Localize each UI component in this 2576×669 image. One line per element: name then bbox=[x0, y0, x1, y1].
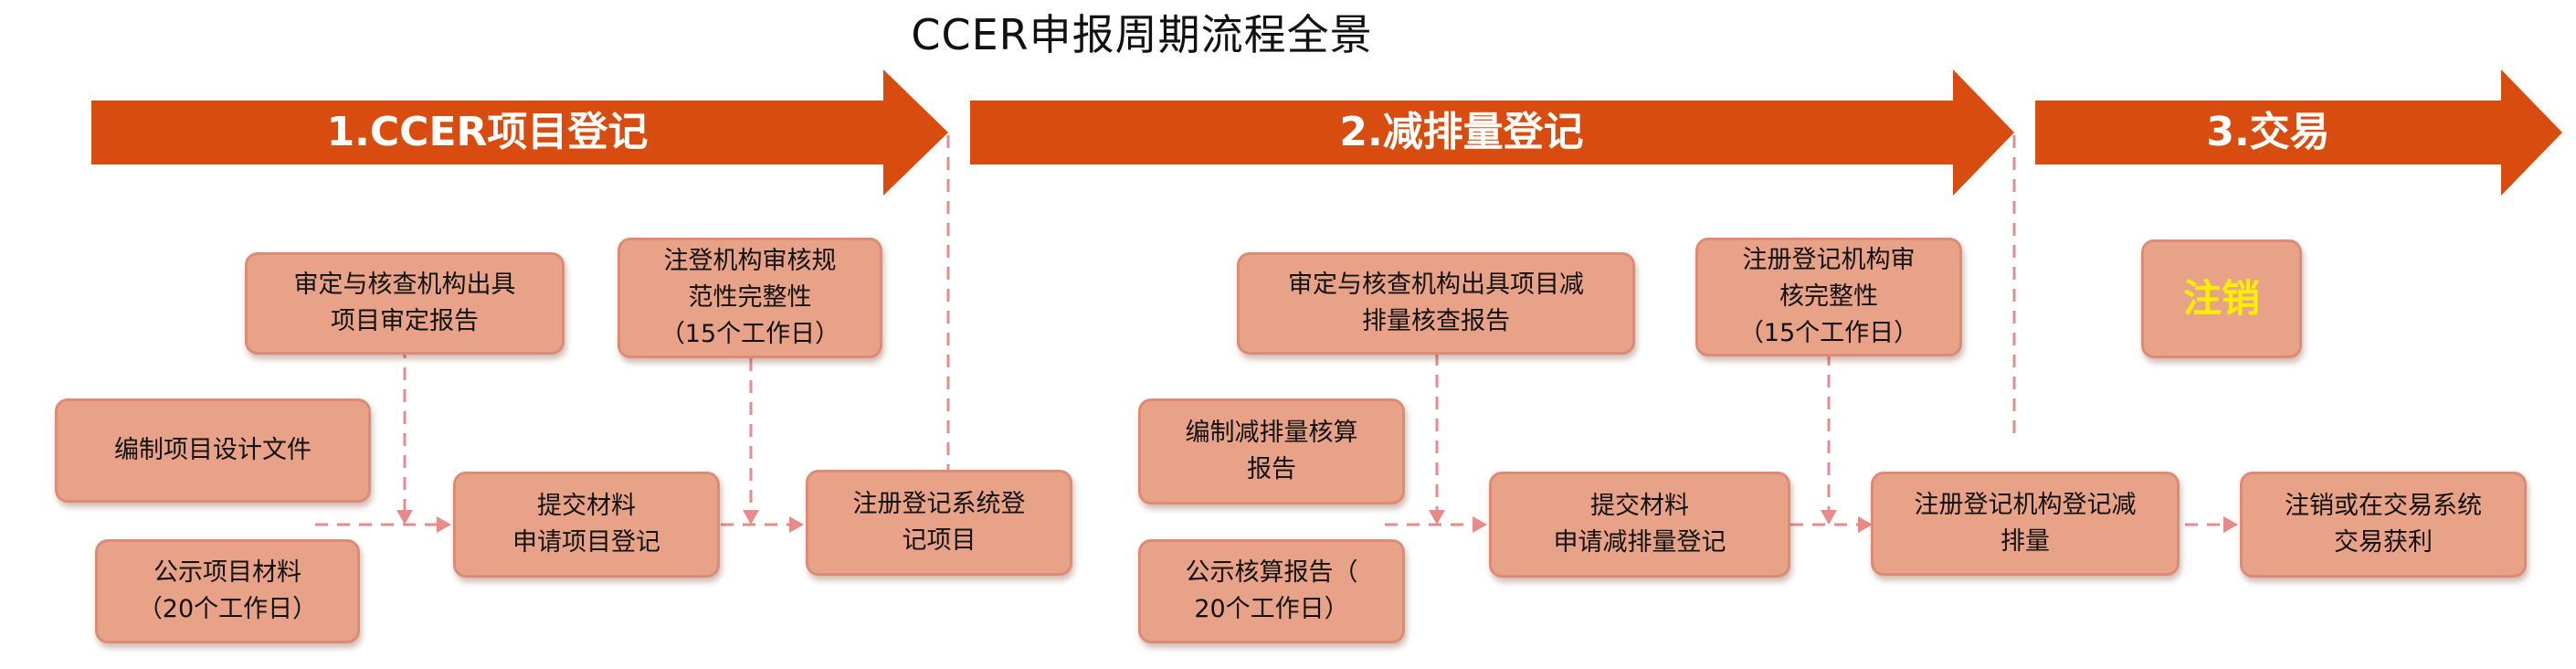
arrowhead bbox=[789, 516, 804, 533]
arrowhead bbox=[1821, 510, 1837, 525]
arrowhead bbox=[743, 510, 759, 525]
step-p1-validation: 审定与核查机构出具 项目审定报告 bbox=[245, 252, 565, 355]
arrowhead bbox=[437, 516, 451, 533]
phase-label-1: 1.CCER项目登记 bbox=[326, 109, 649, 155]
arrowhead bbox=[1473, 516, 1487, 533]
step-p1-register: 注册登记系统登 记项目 bbox=[806, 470, 1072, 576]
page-title: CCER申报周期流程全景 bbox=[911, 10, 1373, 59]
phase-arrow-1 bbox=[91, 69, 948, 196]
phase-arrow-3 bbox=[2035, 69, 2562, 196]
phase-label-3: 3.交易 bbox=[2206, 109, 2330, 155]
arrowhead bbox=[1858, 516, 1873, 533]
step-p3-trade: 注销或在交易系统 交易获利 bbox=[2240, 472, 2527, 578]
phase-label-2: 2.减排量登记 bbox=[1339, 109, 1584, 155]
arrowhead bbox=[2223, 516, 2238, 533]
arrowhead bbox=[1429, 510, 1445, 525]
step-p2-submit: 提交材料 申请减排量登记 bbox=[1489, 472, 1790, 578]
step-p2-review: 注册登记机构审 核完整性 （15个工作日） bbox=[1695, 238, 1962, 356]
step-p1-submit: 提交材料 申请项目登记 bbox=[453, 472, 720, 578]
step-p2-verification: 审定与核查机构出具项目减 排量核查报告 bbox=[1237, 252, 1635, 355]
step-p1-publicity: 公示项目材料 （20个工作日） bbox=[95, 539, 360, 643]
step-p2-report: 编制减排量核算 报告 bbox=[1138, 398, 1405, 504]
step-p2-register: 注册登记机构登记减 排量 bbox=[1871, 472, 2180, 576]
phase-arrow-2 bbox=[970, 69, 2014, 196]
step-p1-design: 编制项目设计文件 bbox=[55, 398, 371, 503]
step-p2-publicity: 公示核算报告（ 20个工作日） bbox=[1138, 539, 1405, 643]
step-p3-cancel: 注销 bbox=[2141, 239, 2302, 358]
arrowhead bbox=[396, 510, 413, 525]
step-p1-review: 注登机构审核规 范性完整性 （15个工作日） bbox=[618, 238, 882, 358]
